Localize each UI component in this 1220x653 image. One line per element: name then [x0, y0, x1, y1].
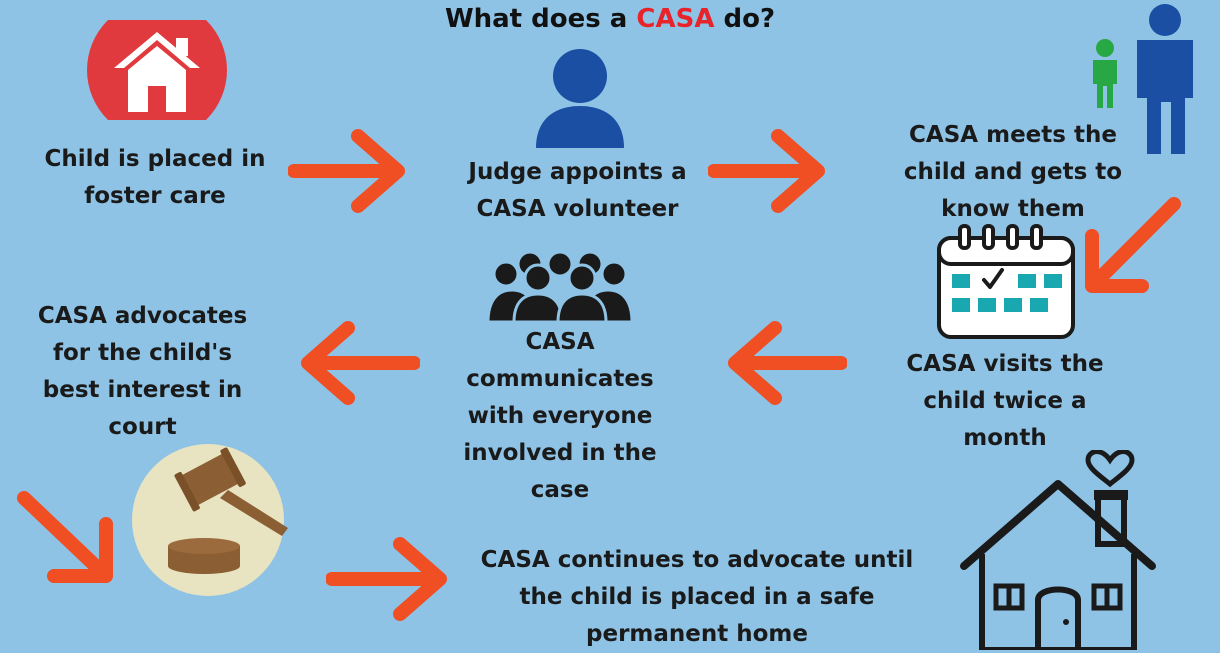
arrow-down-right-icon	[17, 491, 113, 583]
title-suffix: do?	[714, 4, 776, 34]
page-title: What does a CASA do?	[0, 4, 1220, 34]
group-icon	[486, 250, 634, 324]
house-icon	[87, 20, 227, 120]
step-visits-child: CASA visits the child twice a month	[906, 351, 1104, 451]
step-advocates-court: CASA advocates for the child's best inte…	[37, 303, 248, 440]
person-icon	[536, 49, 624, 148]
arrow-right-icon	[708, 129, 825, 213]
title-prefix: What does a	[444, 4, 637, 34]
step-judge-appoints: Judge appoints a CASA volunteer	[468, 159, 687, 222]
calendar-icon	[937, 224, 1075, 339]
step-communicates: CASA communicates with everyone involved…	[463, 329, 657, 503]
home-heart-icon	[960, 450, 1156, 650]
step-continues-advocate: CASA continues to advocate until the chi…	[480, 547, 914, 647]
title-accent: CASA	[636, 4, 715, 34]
arrow-down-left-icon	[1085, 197, 1181, 293]
arrow-right-icon	[288, 129, 405, 213]
step-placed-in-foster-care: Child is placed in foster care	[44, 146, 266, 209]
step-meets-child: CASA meets the child and gets to know th…	[903, 122, 1123, 222]
arrow-right-icon	[326, 537, 447, 621]
gavel-icon	[132, 444, 288, 596]
arrow-left-icon	[301, 321, 420, 405]
arrow-left-icon	[728, 321, 847, 405]
adult-child-icon	[1093, 4, 1193, 154]
